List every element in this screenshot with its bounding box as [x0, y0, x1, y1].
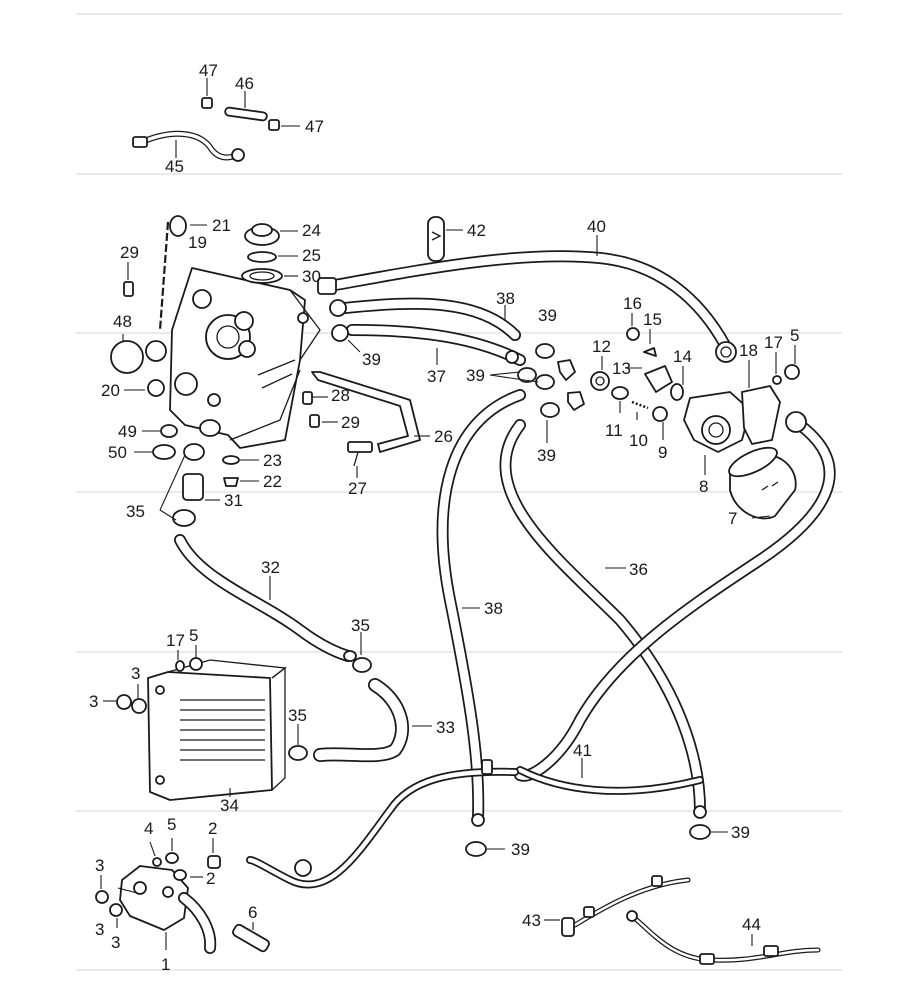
callout-label: 29	[120, 243, 139, 262]
callout-label: 5	[167, 815, 176, 834]
callout-label: 11	[605, 421, 623, 440]
callout-label: 7	[728, 509, 737, 528]
hose-38-37-upper	[329, 297, 526, 366]
callout-label: 29	[341, 413, 360, 432]
tank-outlet-parts	[159, 443, 259, 527]
callout-label: 47	[305, 117, 324, 136]
clamp-cluster-39	[489, 343, 585, 443]
callout-label: 3	[89, 692, 98, 711]
extra-leads	[117, 887, 138, 894]
bottom-clamps-39	[465, 824, 728, 857]
bracket-26	[302, 371, 430, 478]
breather-line-group	[132, 78, 300, 162]
callout-label: 4	[144, 819, 153, 838]
callout-labels: 47 46 47 45 21 24 25 30 19 29 48 20 49 5…	[89, 61, 799, 974]
callout-label: 15	[643, 310, 662, 329]
callout-label: 34	[220, 796, 239, 815]
callout-label: 26	[434, 427, 453, 446]
callout-label: 39	[731, 823, 750, 842]
callout-label: 28	[331, 386, 350, 405]
callout-label: 3	[111, 933, 120, 952]
oil-filter-7	[728, 446, 797, 520]
callout-label: 33	[436, 718, 455, 737]
callout-label: 42	[467, 221, 486, 240]
callout-label: 8	[699, 477, 708, 496]
hose-33	[288, 678, 432, 763]
callout-label: 38	[496, 289, 515, 308]
callout-label: 23	[263, 451, 282, 470]
callout-label: 18	[739, 341, 758, 360]
hose-38-long	[436, 389, 526, 827]
callout-label: 32	[261, 558, 280, 577]
callout-label: 39	[466, 366, 485, 385]
callout-label: 39	[511, 840, 530, 859]
hose-36	[499, 419, 707, 819]
callout-label: 50	[108, 443, 127, 462]
callout-label: 35	[126, 502, 145, 521]
callout-label: 12	[592, 337, 611, 356]
callout-label: 39	[537, 446, 556, 465]
lines-43-44	[544, 875, 821, 965]
callout-label: 6	[248, 903, 257, 922]
callout-label: 46	[235, 74, 254, 93]
callout-label: 36	[629, 560, 648, 579]
callout-label: 13	[612, 359, 631, 378]
hose-40	[317, 235, 737, 363]
callout-label: 14	[673, 347, 692, 366]
callout-label: 5	[189, 626, 198, 645]
callout-label: 31	[224, 491, 243, 510]
callout-label: 37	[427, 367, 446, 386]
callout-label: 39	[538, 306, 557, 325]
callout-label: 38	[484, 599, 503, 618]
callout-label: 48	[113, 312, 132, 331]
callout-label: 22	[263, 472, 282, 491]
callout-label: 2	[208, 819, 217, 838]
hose-32	[174, 534, 372, 673]
callout-label: 44	[742, 915, 761, 934]
callout-label: 2	[206, 869, 215, 888]
callout-label: 3	[95, 856, 104, 875]
callout-label: 3	[131, 664, 140, 683]
callout-label: 20	[101, 381, 120, 400]
tank-small-parts	[110, 262, 178, 460]
oil-tank	[158, 215, 321, 449]
callout-label: 35	[288, 706, 307, 725]
callout-label: 24	[302, 221, 321, 240]
callout-label: 40	[587, 217, 606, 236]
callout-label: 30	[302, 267, 321, 286]
callout-label: 27	[348, 479, 367, 498]
callout-label: 9	[658, 443, 667, 462]
callout-label: 25	[302, 246, 321, 265]
callout-label: 17	[166, 631, 185, 650]
filter-head-group	[590, 313, 800, 475]
callout-label: 19	[188, 233, 207, 252]
clip-42	[427, 216, 463, 262]
pipe-41	[246, 758, 704, 889]
callout-label: 41	[573, 741, 592, 760]
hose-filter-return	[514, 411, 836, 782]
callout-label: 21	[212, 216, 231, 235]
pump-assembly	[95, 838, 270, 954]
callout-label: 39	[362, 350, 381, 369]
callout-label: 17	[764, 333, 783, 352]
callout-label: 1	[161, 955, 170, 974]
callout-label: 16	[623, 294, 642, 313]
callout-label: 45	[165, 157, 184, 176]
callout-label: 10	[629, 431, 648, 450]
callout-label: 35	[351, 616, 370, 635]
oil-cooler-34	[103, 645, 299, 801]
callout-label: 49	[118, 422, 137, 441]
callout-label: 47	[199, 61, 218, 80]
callout-label: 5	[790, 326, 799, 345]
callout-label: 3	[95, 920, 104, 939]
callout-label: 43	[522, 911, 541, 930]
